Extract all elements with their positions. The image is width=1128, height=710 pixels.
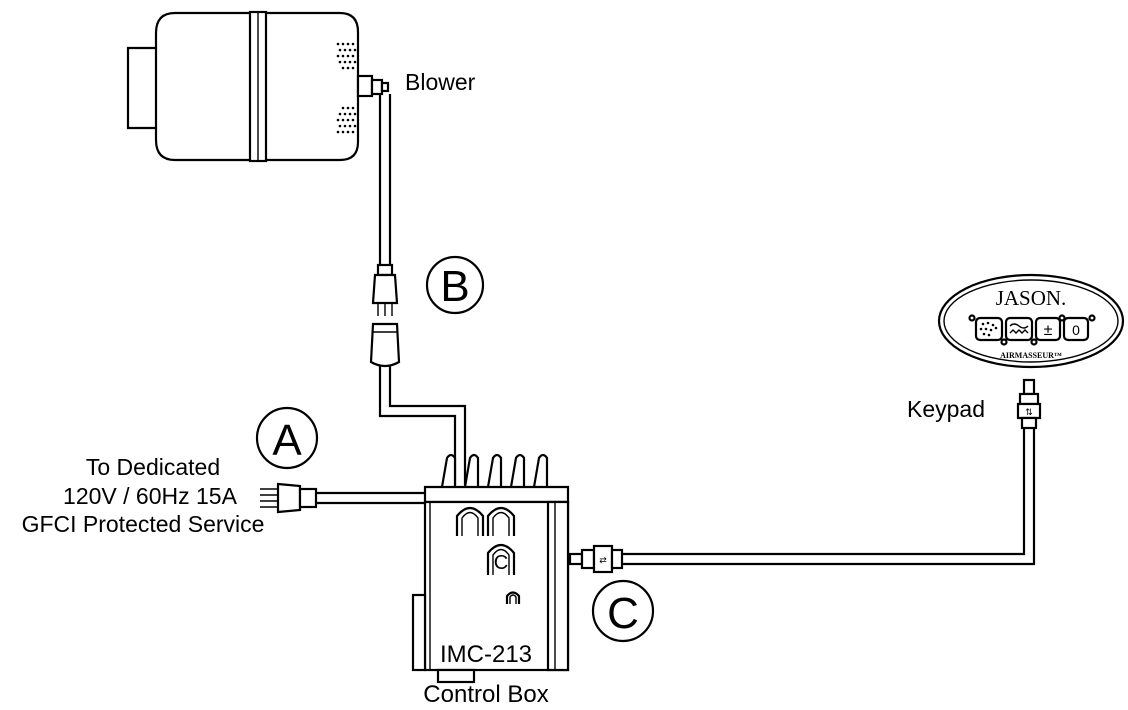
keypad-brand: JASON. (996, 286, 1067, 310)
service-label-line2: 120V / 60Hz 15A (63, 483, 238, 509)
svg-text:0: 0 (1072, 322, 1080, 338)
power-plug (260, 482, 318, 514)
keypad-label: Keypad (907, 396, 985, 422)
svg-text:⇄: ⇄ (599, 555, 607, 565)
svg-text:A: A (272, 416, 302, 465)
control-box-label: Control Box (423, 681, 548, 708)
keypad-cable (622, 428, 1036, 566)
power-button (1062, 316, 1090, 342)
receptacle-cable (378, 366, 467, 485)
keypad-buttons: ± 0 (968, 314, 1096, 346)
power-cord (316, 491, 426, 505)
box-port-c-letter: C (494, 552, 508, 574)
blower-plug (371, 263, 399, 316)
svg-text:⇅: ⇅ (1025, 407, 1033, 417)
marker-b: B (425, 255, 485, 315)
svg-text:C: C (607, 589, 639, 638)
blower-label: Blower (405, 69, 476, 95)
model-label: IMC-213 (440, 641, 532, 668)
blower-receptacle (369, 322, 401, 368)
plus-minus-button (1034, 316, 1062, 342)
blower-unit (126, 10, 390, 163)
vent-grille (336, 42, 357, 134)
service-label-line3: GFCI Protected Service (22, 511, 265, 537)
keypad-connector-box-end: ⇄ (568, 544, 624, 574)
service-label-line1: To Dedicated (86, 454, 220, 480)
keypad-connector-pad-end: ⇅ (1016, 378, 1042, 430)
marker-c: C (591, 579, 655, 643)
svg-text:±: ± (1044, 322, 1053, 339)
control-box: C (411, 453, 570, 684)
wave-button (1004, 316, 1034, 342)
blower-cable (378, 94, 392, 265)
heat-sink-fins (440, 453, 549, 488)
marker-a: A (255, 406, 319, 470)
svg-text:B: B (440, 262, 469, 311)
keypad: JASON. ± 0 AIRMASSEUR™ (937, 273, 1125, 369)
keypad-subtitle: AIRMASSEUR™ (1000, 351, 1062, 360)
